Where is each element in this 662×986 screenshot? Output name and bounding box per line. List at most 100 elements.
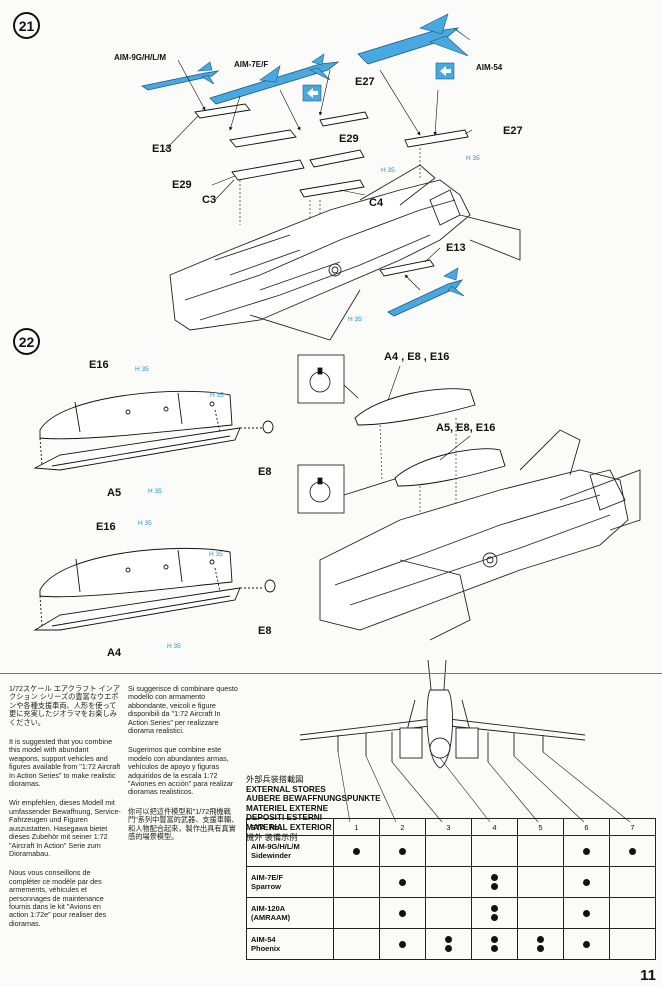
loaded-marker <box>629 847 636 855</box>
station-cell <box>425 835 472 867</box>
direction-icon <box>435 62 455 80</box>
loaded-marker <box>583 909 590 917</box>
station-number: 6 <box>563 818 610 836</box>
hint-label: H 35 <box>466 155 480 162</box>
step-number: 21 <box>13 12 40 39</box>
loaded-marker <box>353 847 360 855</box>
loaded-marker <box>445 945 452 952</box>
part-label: E16 <box>89 359 109 371</box>
station-cell <box>563 928 610 960</box>
hint-label: H 35 <box>148 488 162 495</box>
part-label: AIM-54 <box>476 63 503 72</box>
part-label: E27 <box>503 125 523 137</box>
step22-aircraft-tanks <box>354 365 506 560</box>
direction-icon <box>302 84 322 102</box>
loaded-marker <box>537 936 544 943</box>
part-label: A5, E8, E16 <box>436 422 496 434</box>
station-cell <box>517 866 564 898</box>
part-label: A4 <box>107 647 122 659</box>
station-cell <box>471 897 518 929</box>
weapon-common-name: Phoenix <box>251 944 281 953</box>
hint-label: H 35 <box>138 520 152 527</box>
weapon-name: AIM-120A(AMRAAM) <box>246 897 334 929</box>
step21-missiles <box>140 13 471 317</box>
hint-label: H 35 <box>348 316 362 323</box>
weapon-designation: AIM-9G/H/L/M <box>251 842 300 851</box>
station-cell <box>425 866 472 898</box>
hint-label: H 35 <box>210 392 224 399</box>
station-cell <box>379 897 426 929</box>
hint-label: H 35 <box>381 167 395 174</box>
station-cell <box>379 835 426 867</box>
station-number: 3 <box>425 818 472 836</box>
loaded-marker <box>583 878 590 886</box>
part-label: A4 , E8 , E16 <box>384 351 450 363</box>
weapon-designation: AIM-54 <box>251 935 276 944</box>
station-cell <box>333 835 380 867</box>
section-divider <box>0 673 662 674</box>
loaded-marker <box>399 940 406 948</box>
station-cell <box>563 866 610 898</box>
part-label: AIM-9G/H/L/M <box>114 53 166 62</box>
weapon-common-name: (AMRAAM) <box>251 913 291 922</box>
part-label: E27 <box>355 76 375 88</box>
loaded-marker <box>399 878 406 886</box>
station-cell <box>609 928 656 960</box>
loaded-marker <box>445 936 452 943</box>
part-label: E8 <box>258 625 272 637</box>
hint-label: H 35 <box>135 366 149 373</box>
stores-title-it: DEPOSITI ESTERNI <box>246 813 322 823</box>
station-number: 2 <box>379 818 426 836</box>
loaded-marker <box>491 945 498 952</box>
note-japanese: 1/72スケール エアクラフト インアクション シリーズの豊富なウエポンや各種支… <box>9 684 121 727</box>
loaded-marker <box>583 847 590 855</box>
station-cell <box>425 897 472 929</box>
loaded-marker <box>491 905 498 912</box>
table-row: AIM-120A(AMRAAM) <box>246 897 656 929</box>
part-label: E13 <box>446 242 466 254</box>
part-label: A5 <box>107 487 122 499</box>
station-cell <box>379 928 426 960</box>
detail-box <box>297 464 399 514</box>
loaded-marker <box>491 874 498 881</box>
loaded-marker <box>491 936 498 943</box>
station-cell <box>517 897 564 929</box>
station-cell <box>517 835 564 867</box>
aim7-missile <box>209 61 340 105</box>
note-column-left: 1/72スケール エアクラフト インアクション シリーズの豊富なウエポンや各種支… <box>9 684 121 939</box>
station-number: 1 <box>333 818 380 836</box>
station-number: 5 <box>517 818 564 836</box>
loaded-marker <box>491 883 498 890</box>
part-label: C3 <box>202 194 217 206</box>
part-label: E29 <box>172 179 192 191</box>
part-label: E16 <box>96 521 116 533</box>
step22-aircraft <box>319 429 641 641</box>
step22-tank-lower <box>33 547 276 631</box>
station-cell <box>471 928 518 960</box>
note-italian: Si suggerisce di combinare questo modell… <box>128 684 238 736</box>
part-label: E13 <box>152 143 172 155</box>
note-chinese: 你可以把這件模型和"1/72飛機戰鬥"系列中豐富的武器、支援車輛、和人物配合起來… <box>128 806 239 842</box>
step-number: 22 <box>13 328 40 355</box>
hint-label: H 35 <box>167 643 181 650</box>
stores-title-jp: 外部兵装搭載図 <box>246 775 304 784</box>
aim9-lower-missile <box>387 279 464 317</box>
weapon-common-name: Sparrow <box>251 882 282 891</box>
weapon-common-name: Sidewinder <box>251 851 292 860</box>
station-cell <box>379 866 426 898</box>
station-number: 7 <box>609 818 656 836</box>
station-cell <box>471 835 518 867</box>
step22-tank-upper <box>33 390 274 471</box>
part-label: AIM-7E/F <box>234 60 269 69</box>
loaded-marker <box>537 945 544 952</box>
station-cell <box>517 928 564 960</box>
front-view-aircraft <box>299 659 586 769</box>
loaded-marker <box>491 914 498 921</box>
station-cell <box>563 835 610 867</box>
